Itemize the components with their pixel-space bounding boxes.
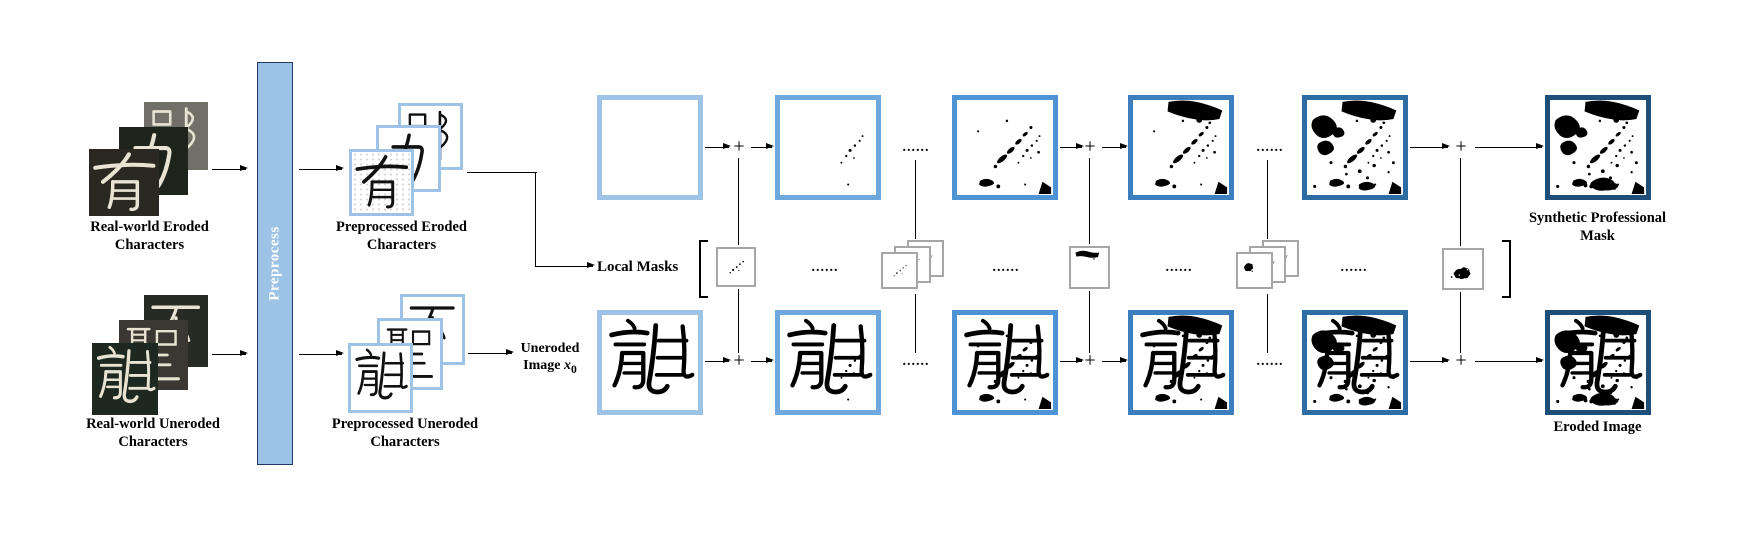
arrow-preprocess-to-uneroded — [299, 350, 344, 357]
ellipsis-mid-4: ...... — [1340, 260, 1368, 275]
arrow-b1a — [705, 357, 731, 364]
real-uneroded-character-stack — [92, 295, 208, 415]
ellipsis-bottom-2: ...... — [1256, 354, 1284, 369]
mask-frame-step0 — [597, 95, 703, 200]
arrow-b2a — [1060, 357, 1084, 364]
character-frame-step4 — [1302, 310, 1408, 415]
character-frame-step1 — [775, 310, 881, 415]
x-subscript: 0 — [571, 362, 577, 376]
connector-eroded-v — [535, 172, 537, 267]
bracket-open-icon — [699, 240, 708, 298]
plus-bottom-1: + — [733, 349, 745, 372]
preprocessed-uneroded-stack — [348, 294, 465, 413]
preprocessed-eroded-label: Preprocessed Eroded Characters — [336, 219, 467, 253]
synthetic-mask-label: Synthetic Professional Mask — [1528, 210, 1667, 244]
character-frame-step2 — [952, 310, 1058, 415]
arrow-t3a — [1410, 143, 1450, 150]
ellipsis-mid-1: ...... — [811, 260, 839, 275]
arrow-preprocess-to-eroded — [299, 165, 344, 172]
arrow-to-local-masks — [536, 262, 595, 269]
ellipsis-mid-3: ...... — [1165, 260, 1193, 275]
vline-4b — [1267, 294, 1269, 353]
mask-frame-step2 — [952, 95, 1058, 200]
local-mask-single-3 — [1442, 248, 1484, 290]
ellipsis-mid-2: ...... — [992, 260, 1020, 275]
vline-5b — [1460, 292, 1462, 353]
x-variable: x — [564, 358, 571, 373]
arrow-real-uneroded-to-preprocess — [212, 350, 248, 357]
bracket-close-icon — [1502, 240, 1511, 298]
arrow-b3a — [1410, 357, 1450, 364]
real-eroded-label: Real-world Eroded Characters — [90, 219, 209, 253]
arrow-t2b — [1102, 143, 1128, 150]
local-masks-label: Local Masks — [597, 259, 679, 275]
vline-2b — [915, 294, 917, 353]
preprocess-label: Preprocess — [266, 226, 283, 301]
arrow-b3b — [1475, 357, 1544, 364]
local-mask-stack-1 — [881, 240, 945, 293]
local-mask-stack-2 — [1236, 240, 1300, 293]
arrow-t1b — [751, 143, 774, 150]
plus-top-1: + — [733, 135, 745, 158]
uneroded-character-image-front — [92, 343, 158, 415]
arrow-b1b — [751, 357, 774, 364]
arrow-t3b — [1475, 143, 1544, 150]
ellipsis-top-1: ...... — [902, 140, 930, 155]
mask-frame-step1 — [775, 95, 881, 200]
plus-top-2: + — [1084, 135, 1096, 158]
preprocessed-uneroded-image-front — [348, 343, 413, 413]
vline-5a — [1460, 158, 1462, 246]
real-eroded-character-stack — [89, 102, 208, 216]
preprocess-bar: Preprocess — [257, 62, 293, 465]
plus-bottom-3: + — [1455, 349, 1467, 372]
mask-frame-step4 — [1302, 95, 1408, 200]
eroded-image-label: Eroded Image — [1553, 419, 1642, 435]
vline-1a — [738, 158, 740, 245]
vline-3b — [1089, 291, 1091, 353]
arrow-t1a — [705, 143, 731, 150]
real-uneroded-label: Real-world Uneroded Characters — [86, 416, 220, 450]
arrow-to-uneroded-image — [468, 349, 514, 356]
plus-top-3: + — [1455, 135, 1467, 158]
plus-bottom-2: + — [1084, 349, 1096, 372]
arrow-real-eroded-to-preprocess — [212, 165, 248, 172]
arrow-t2a — [1060, 143, 1084, 150]
ellipsis-top-2: ...... — [1256, 140, 1284, 155]
preprocessed-eroded-stack — [349, 103, 463, 216]
character-frame-step3 — [1128, 310, 1234, 415]
eroded-character-image-front — [89, 149, 159, 216]
vline-1b — [738, 289, 740, 353]
ellipsis-bottom-1: ...... — [902, 354, 930, 369]
synthetic-professional-mask-frame — [1545, 95, 1651, 200]
vline-2a — [915, 160, 917, 239]
character-frame-step0 — [597, 310, 703, 415]
vline-3a — [1089, 158, 1091, 244]
preprocessed-uneroded-label: Preprocessed Uneroded Characters — [331, 416, 479, 450]
uneroded-image-label: Uneroded Image x0 — [520, 341, 580, 376]
arrow-b2b — [1102, 357, 1128, 364]
vline-4a — [1267, 160, 1269, 239]
preprocessed-eroded-image-front — [349, 149, 414, 216]
eroded-image-frame — [1545, 310, 1651, 415]
connector-eroded-h1 — [467, 172, 537, 173]
mask-frame-step3 — [1128, 95, 1234, 200]
local-mask-single-2 — [1069, 246, 1110, 289]
local-mask-single-1 — [716, 247, 756, 287]
